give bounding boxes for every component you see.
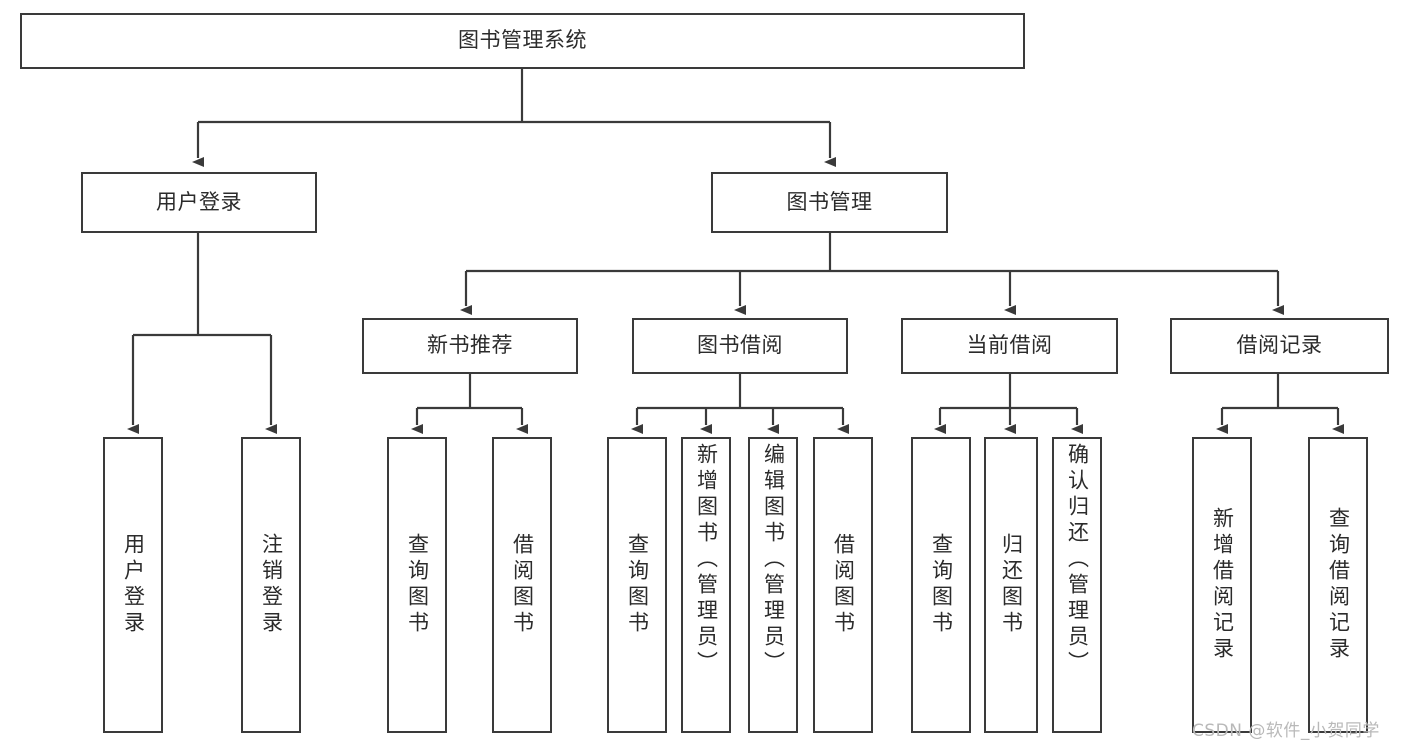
node-label: 注销登录 (259, 533, 284, 637)
node-label: 当前借阅 (966, 333, 1053, 358)
node-current-borrow[interactable]: 当前借阅 (901, 318, 1118, 374)
node-borrow-record[interactable]: 借阅记录 (1170, 318, 1389, 374)
leaf-current-return-book[interactable]: 归还图书 (984, 437, 1038, 733)
leaf-record-query-borrow-record[interactable]: 查询借阅记录 (1308, 437, 1368, 733)
leaf-borrow-edit-book-admin[interactable]: 编辑图书（管理员） (748, 437, 798, 733)
node-label: 用户登录 (121, 533, 146, 637)
node-book-manage[interactable]: 图书管理 (711, 172, 948, 233)
leaf-current-query-book[interactable]: 查询图书 (911, 437, 971, 733)
node-label: 新书推荐 (427, 333, 513, 358)
leaf-borrow-add-book-admin[interactable]: 新增图书（管理员） (681, 437, 731, 733)
leaf-borrow-query-book[interactable]: 查询图书 (607, 437, 667, 733)
node-label: 图书管理 (786, 189, 873, 214)
node-label: 查询图书 (625, 533, 650, 637)
csdn-watermark: CSDN @软件_小贺同学 (1192, 721, 1380, 741)
node-label: 确认归还（管理员） (1065, 443, 1090, 677)
node-label: 查询图书 (405, 533, 430, 637)
node-user-login[interactable]: 用户登录 (81, 172, 317, 233)
node-label: 借阅记录 (1236, 333, 1323, 358)
node-label: 新增图书（管理员） (694, 443, 719, 677)
node-label: 用户登录 (156, 189, 242, 214)
node-label: 图书管理系统 (458, 28, 587, 53)
node-label: 新增借阅记录 (1210, 507, 1235, 663)
node-label: 借阅图书 (831, 533, 856, 637)
leaf-record-add-borrow-record[interactable]: 新增借阅记录 (1192, 437, 1252, 733)
node-label: 查询借阅记录 (1326, 507, 1351, 663)
node-label: 图书借阅 (697, 333, 783, 358)
node-root-system[interactable]: 图书管理系统 (20, 13, 1025, 69)
node-label: 查询图书 (929, 533, 954, 637)
node-label: 归还图书 (999, 533, 1024, 637)
node-label: 借阅图书 (510, 533, 535, 637)
leaf-user-login[interactable]: 用户登录 (103, 437, 163, 733)
node-book-borrow[interactable]: 图书借阅 (632, 318, 848, 374)
node-new-book-recommend[interactable]: 新书推荐 (362, 318, 578, 374)
leaf-logout-login[interactable]: 注销登录 (241, 437, 301, 733)
leaf-current-confirm-return-admin[interactable]: 确认归还（管理员） (1052, 437, 1102, 733)
leaf-recommend-query-book[interactable]: 查询图书 (387, 437, 447, 733)
leaf-recommend-borrow-book[interactable]: 借阅图书 (492, 437, 552, 733)
leaf-borrow-borrow-book[interactable]: 借阅图书 (813, 437, 873, 733)
node-label: 编辑图书（管理员） (761, 443, 786, 677)
